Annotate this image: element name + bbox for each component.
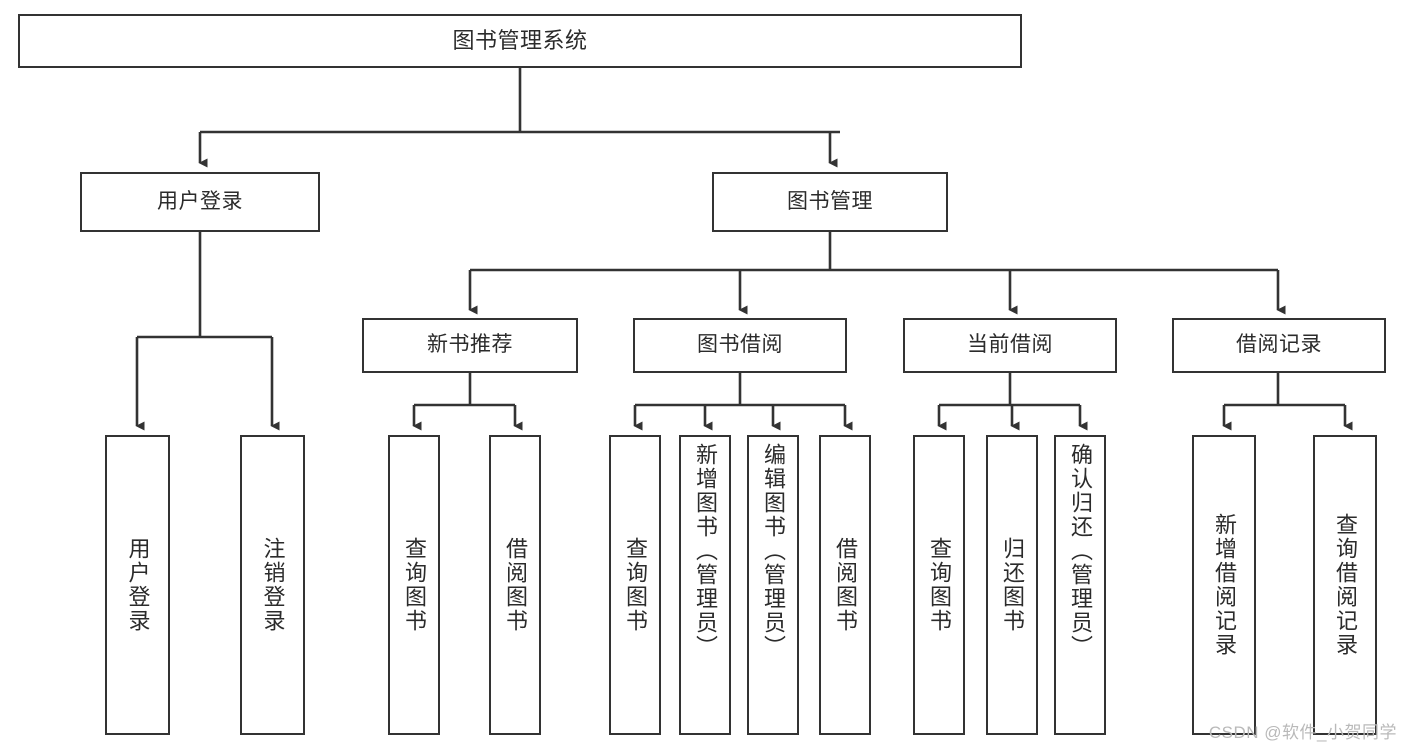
node-label: 图书借阅 [697,333,783,357]
node-label: 用户登录 [125,537,151,633]
leaf-book-borrow-edit-book-admin[interactable]: 编辑图书（管理员） [747,435,799,735]
node-label: 编辑图书（管理员） [760,443,786,659]
node-label: 查询图书 [401,537,427,633]
node-borrow-record[interactable]: 借阅记录 [1172,318,1386,373]
node-new-book-recommend[interactable]: 新书推荐 [362,318,578,373]
node-label: 用户登录 [157,189,243,213]
node-label: 新增借阅记录 [1211,513,1237,657]
node-current-borrow[interactable]: 当前借阅 [903,318,1117,373]
node-book-borrow[interactable]: 图书借阅 [633,318,847,373]
node-book-management[interactable]: 图书管理 [712,172,948,232]
leaf-user-login-logout[interactable]: 注销登录 [240,435,305,735]
node-label: 确认归还（管理员） [1067,443,1093,659]
node-label: 借阅图书 [502,537,528,633]
leaf-book-borrow-add-book-admin[interactable]: 新增图书（管理员） [679,435,731,735]
leaf-borrow-record-add-record[interactable]: 新增借阅记录 [1192,435,1256,735]
node-label: 借阅图书 [832,537,858,633]
node-label: 查询图书 [926,537,952,633]
node-label: 图书管理系统 [452,28,588,54]
node-label: 借阅记录 [1236,333,1322,357]
leaf-current-borrow-query-book[interactable]: 查询图书 [913,435,965,735]
watermark-text: CSDN @软件_小贺同学 [1208,723,1397,742]
node-label: 图书管理 [787,189,873,213]
node-label: 查询图书 [622,537,648,633]
node-label: 新书推荐 [427,333,513,357]
node-label: 归还图书 [999,537,1025,633]
node-user-login[interactable]: 用户登录 [80,172,320,232]
node-label: 注销登录 [260,537,286,633]
node-label: 查询借阅记录 [1332,513,1358,657]
leaf-borrow-record-query-record[interactable]: 查询借阅记录 [1313,435,1377,735]
node-label: 当前借阅 [967,333,1053,357]
leaf-new-book-query-book[interactable]: 查询图书 [388,435,440,735]
node-label: 新增图书（管理员） [692,443,718,659]
node-root-book-management-system[interactable]: 图书管理系统 [18,14,1022,68]
leaf-book-borrow-borrow-book[interactable]: 借阅图书 [819,435,871,735]
leaf-book-borrow-query-book[interactable]: 查询图书 [609,435,661,735]
leaf-current-borrow-return-book[interactable]: 归还图书 [986,435,1038,735]
leaf-user-login-login[interactable]: 用户登录 [105,435,170,735]
leaf-new-book-borrow-book[interactable]: 借阅图书 [489,435,541,735]
leaf-current-borrow-confirm-return-admin[interactable]: 确认归还（管理员） [1054,435,1106,735]
